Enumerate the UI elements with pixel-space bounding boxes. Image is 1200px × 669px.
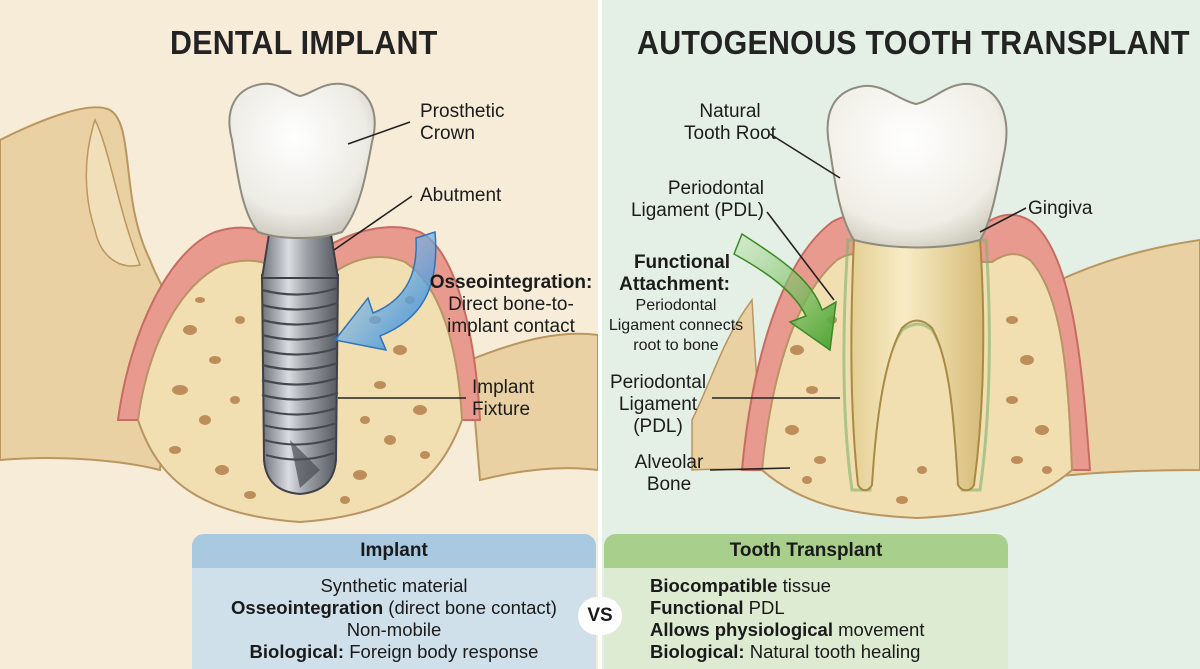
- row-text: Synthetic material: [320, 575, 468, 596]
- label-line: Bone: [646, 474, 692, 495]
- label-line: Periodontal: [667, 178, 764, 199]
- label-line: Ligament connects: [608, 317, 744, 334]
- label-implant-fixture: Implant Fixture: [472, 377, 534, 421]
- label-line: Ligament: [618, 394, 698, 415]
- implant-panel: DENTAL IMPLANT Prosthetic Crown Abutment…: [0, 0, 598, 669]
- implant-leader-lines: [333, 121, 466, 399]
- implant-row: Osseointegration (direct bone contact): [192, 597, 596, 619]
- row-bold: Biocompatible: [650, 575, 778, 596]
- label-alveolar-bone: Alveolar Bone: [628, 452, 710, 496]
- label-functional-attachment: Functional Attachment:: [602, 252, 730, 296]
- label-line: root to bone: [633, 337, 719, 354]
- label-line: Alveolar: [634, 452, 704, 473]
- label-line: Fixture: [472, 399, 531, 420]
- label-line: Attachment:: [619, 274, 730, 295]
- transplant-row: Biological: Natural tooth healing: [604, 641, 1008, 663]
- implant-box-list: Synthetic material Osseointegration (dir…: [192, 568, 596, 663]
- implant-row: Biological: Foreign body response: [192, 641, 596, 663]
- row-text: PDL: [743, 597, 785, 618]
- row-bold: Allows physiological: [650, 619, 833, 640]
- label-abutment: Abutment: [420, 185, 502, 206]
- row-text: Foreign body response: [344, 641, 539, 662]
- label-osseointegration: Osseointegration: Direct bone-to- implan…: [428, 272, 594, 338]
- label-line: Periodontal: [635, 297, 717, 314]
- label-line: Crown: [420, 123, 475, 144]
- label-line: Periodontal: [609, 372, 707, 393]
- row-text: tissue: [777, 575, 831, 596]
- label-line: Prosthetic: [420, 101, 505, 122]
- row-text: movement: [832, 619, 925, 640]
- row-bold: Biological:: [650, 641, 745, 662]
- pdl-layer: [842, 238, 991, 492]
- label-gingiva: Gingiva: [1028, 198, 1093, 219]
- transplant-box-list: Biocompatible tissue Functional PDL Allo…: [604, 568, 1008, 663]
- natural-tooth-root: [850, 237, 985, 492]
- bone-pores-right: [785, 316, 1052, 504]
- label-natural-tooth-root: Natural Tooth Root: [670, 101, 790, 145]
- implant-title: DENTAL IMPLANT: [170, 24, 438, 61]
- row-text: Natural tooth healing: [744, 641, 921, 662]
- row-bold: Osseointegration: [231, 597, 384, 618]
- transplant-comparison-box: Tooth Transplant Biocompatible tissue Fu…: [604, 534, 1008, 669]
- label-pdl-top: Periodontal Ligament (PDL): [616, 178, 764, 222]
- jaw-ridge-left: [85, 118, 142, 267]
- implant-apex-cut: [290, 440, 320, 488]
- jaw-bone-left-side: [691, 297, 763, 471]
- transplant-row: Allows physiological movement: [604, 619, 1008, 641]
- label-line: Ligament (PDL): [630, 200, 764, 221]
- natural-tooth-crown: [826, 82, 1008, 249]
- row-text: (direct bone contact): [383, 597, 557, 618]
- implant-row: Non-mobile: [192, 619, 596, 641]
- implant-illustration: [0, 82, 598, 524]
- implant-comparison-box: Implant Synthetic material Osseointegrat…: [192, 534, 596, 669]
- row-bold: Biological:: [249, 641, 345, 662]
- transplant-leader-lines: [709, 133, 1027, 471]
- osseointegration-arrow: [333, 231, 437, 352]
- label-line: Tooth Root: [684, 123, 776, 144]
- implant-row: Synthetic material: [192, 575, 596, 597]
- vs-badge: VS: [578, 597, 622, 635]
- label-pdl-middle: Periodontal Ligament (PDL): [604, 372, 712, 438]
- label-line: (PDL): [633, 416, 683, 437]
- row-bold: Functional: [650, 597, 744, 618]
- label-line: Implant: [472, 377, 535, 398]
- label-line: Functional: [633, 252, 730, 273]
- prosthetic-crown-shape: [228, 82, 376, 239]
- panel-divider: [598, 0, 602, 669]
- transplant-row: Functional PDL: [604, 597, 1008, 619]
- transplant-title: AUTOGENOUS TOOTH TRANSPLANT: [637, 24, 1190, 61]
- transplant-illustration: [691, 82, 1200, 520]
- transplant-row: Biocompatible tissue: [604, 575, 1008, 597]
- alveolar-bone-shape: [760, 253, 1074, 520]
- label-line: implant contact: [447, 316, 575, 337]
- label-attachment-desc: Periodontal Ligament connects root to bo…: [606, 296, 746, 356]
- label-prosthetic-crown: Prosthetic Crown: [420, 101, 504, 145]
- transplant-box-header: Tooth Transplant: [604, 534, 1008, 568]
- label-line: Direct bone-to-: [448, 294, 574, 315]
- label-line: Natural: [699, 101, 761, 122]
- row-text: Non-mobile: [346, 619, 442, 640]
- implant-box-header: Implant: [192, 534, 596, 568]
- implant-threads: [261, 286, 339, 461]
- functional-attachment-arrow: [733, 232, 837, 352]
- jaw-bone-right: [468, 332, 598, 482]
- label-line: Osseointegration:: [429, 272, 593, 293]
